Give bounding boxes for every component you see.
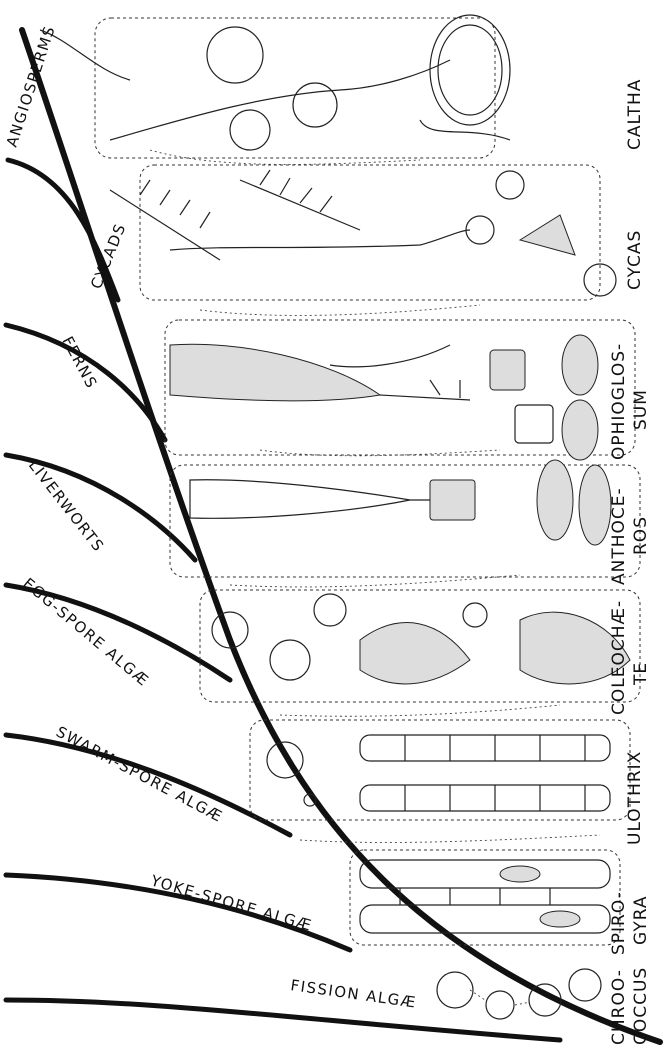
genus-anthoceros: ANTHOCE- ROS [609,487,651,585]
svg-text:OPHIOGLOS-: OPHIOGLOS- [609,343,629,460]
panel-cycads [110,165,616,300]
svg-text:SUM: SUM [631,389,651,430]
genus-caltha: CALTHA [625,79,645,150]
panel-ferns [165,320,635,460]
genus-labels: CALTHA CYCAS OPHIOGLOS- SUM ANTHOCE- ROS… [609,79,651,1045]
panel-coleochaete [200,590,640,702]
panel-ulothrix [250,720,630,820]
genus-ulothrix: ULOTHRIX [625,751,645,845]
svg-text:TE: TE [631,662,651,686]
lifecycle-arrows [150,150,600,842]
svg-text:CHROO-: CHROO- [609,969,629,1045]
svg-text:GYRA: GYRA [631,896,651,945]
svg-text:COLEOCHÆ-: COLEOCHÆ- [609,600,629,715]
svg-text:CYCAS: CYCAS [625,230,645,290]
svg-text:COCCUS: COCCUS [631,967,651,1045]
main-trunk [22,30,660,1042]
label-swarm-spore: SWARM-SPORE ALGÆ [53,723,226,826]
genus-coleochaete: COLEOCHÆ- TE [609,600,651,715]
label-fission: FISSION ALGÆ [289,976,417,1012]
genus-ophioglossum: OPHIOGLOS- SUM [609,343,651,460]
svg-text:ULOTHRIX: ULOTHRIX [625,751,645,845]
panel-spirogyra [350,850,620,945]
panel-anthoceros [170,460,640,577]
svg-text:CALTHA: CALTHA [625,79,645,150]
label-yoke-spore: YOKE-SPORE ALGÆ [148,871,315,935]
branch-fission [6,1000,560,1040]
svg-text:SPIRO-: SPIRO- [609,891,629,955]
genus-cycas: CYCAS [625,230,645,290]
label-egg-spore: EGG-SPORE ALGÆ [19,574,152,690]
svg-text:ROS: ROS [631,516,651,555]
panel-angiosperms [40,15,510,158]
genus-spirogyra: SPIRO- GYRA [609,891,651,955]
label-angiosperms: ANGIOSPERMS [3,23,59,149]
svg-text:ANTHOCE-: ANTHOCE- [609,487,629,585]
group-labels: ANGIOSPERMS CYCADS FERNS LIVERWORTS EGG-… [3,23,418,1012]
